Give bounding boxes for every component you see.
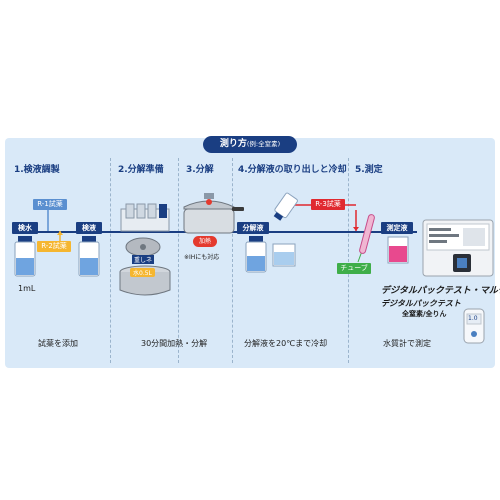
- vial-rack-icon: [120, 203, 170, 232]
- heating-badge: 加熱: [193, 236, 217, 247]
- step-1-caption: 試薬を添加: [38, 339, 78, 348]
- r3-tag: R-3試薬: [311, 199, 345, 210]
- volume-label: 1mL: [18, 284, 36, 293]
- step-divider-4: [348, 158, 349, 363]
- bunkaieki-tag: 分解液: [237, 222, 269, 234]
- step-divider-2: [178, 158, 179, 363]
- test-tube-icon: [359, 214, 375, 254]
- pink-cuvette-icon: [387, 236, 409, 264]
- meter-product-name: デジタルパックテスト・マルチSP: [381, 286, 500, 296]
- kit-product-name: デジタルパックテスト: [381, 299, 461, 308]
- step-1-title: 1.検液調製: [14, 165, 60, 175]
- sokuteieki-tag: 測定液: [381, 222, 413, 234]
- handheld-meter-icon: [463, 308, 485, 344]
- diagram-title: 測り方(例:全窒素): [203, 136, 297, 153]
- title-text: 測り方: [219, 139, 247, 149]
- cooling-container-icon: [272, 243, 296, 267]
- step-5-title: 5.測定: [355, 165, 383, 175]
- r1-tag: R-1試薬: [33, 199, 67, 210]
- kit-product-type: 全窒素/全りん: [402, 310, 447, 318]
- r2-arrowhead: [57, 231, 63, 235]
- step-divider-3: [232, 158, 233, 363]
- step-2-title: 2.分解準備: [118, 165, 164, 175]
- weight-disc-icon: [125, 237, 161, 257]
- sample-vial-icon: [14, 236, 36, 277]
- water-quality-meter-icon: [422, 219, 494, 277]
- decomposed-vial-icon: [245, 236, 267, 273]
- step-4-caption: 分解液を20℃まで冷却: [244, 339, 328, 348]
- ih-note: ※IHにも対応: [184, 254, 220, 261]
- pressure-cooker-icon: [183, 193, 244, 234]
- handheld-display-value: 1.0: [468, 315, 478, 322]
- water-label: 水0.5L: [130, 268, 155, 277]
- step-divider-1: [110, 158, 111, 363]
- kensui-tag: 検水: [12, 222, 38, 234]
- tube-tag: チューブ: [337, 263, 371, 274]
- step-3-title: 3.分解: [186, 165, 214, 175]
- step-2-3-caption: 30分間加熱・分解: [141, 339, 208, 348]
- step-4-title: 4.分解液の取り出しと冷却: [238, 165, 347, 175]
- pouring-bottle-icon: [273, 192, 298, 221]
- test-vial-icon: [78, 236, 100, 277]
- weight-label: 重しネ: [132, 255, 155, 264]
- title-subtitle: (例:全窒素): [246, 140, 281, 148]
- r2-tag: R-2試薬: [37, 241, 71, 252]
- keneki-tag: 検液: [76, 222, 102, 234]
- step-5-caption: 水質計で測定: [383, 339, 431, 348]
- r3-arrowhead: [353, 227, 359, 231]
